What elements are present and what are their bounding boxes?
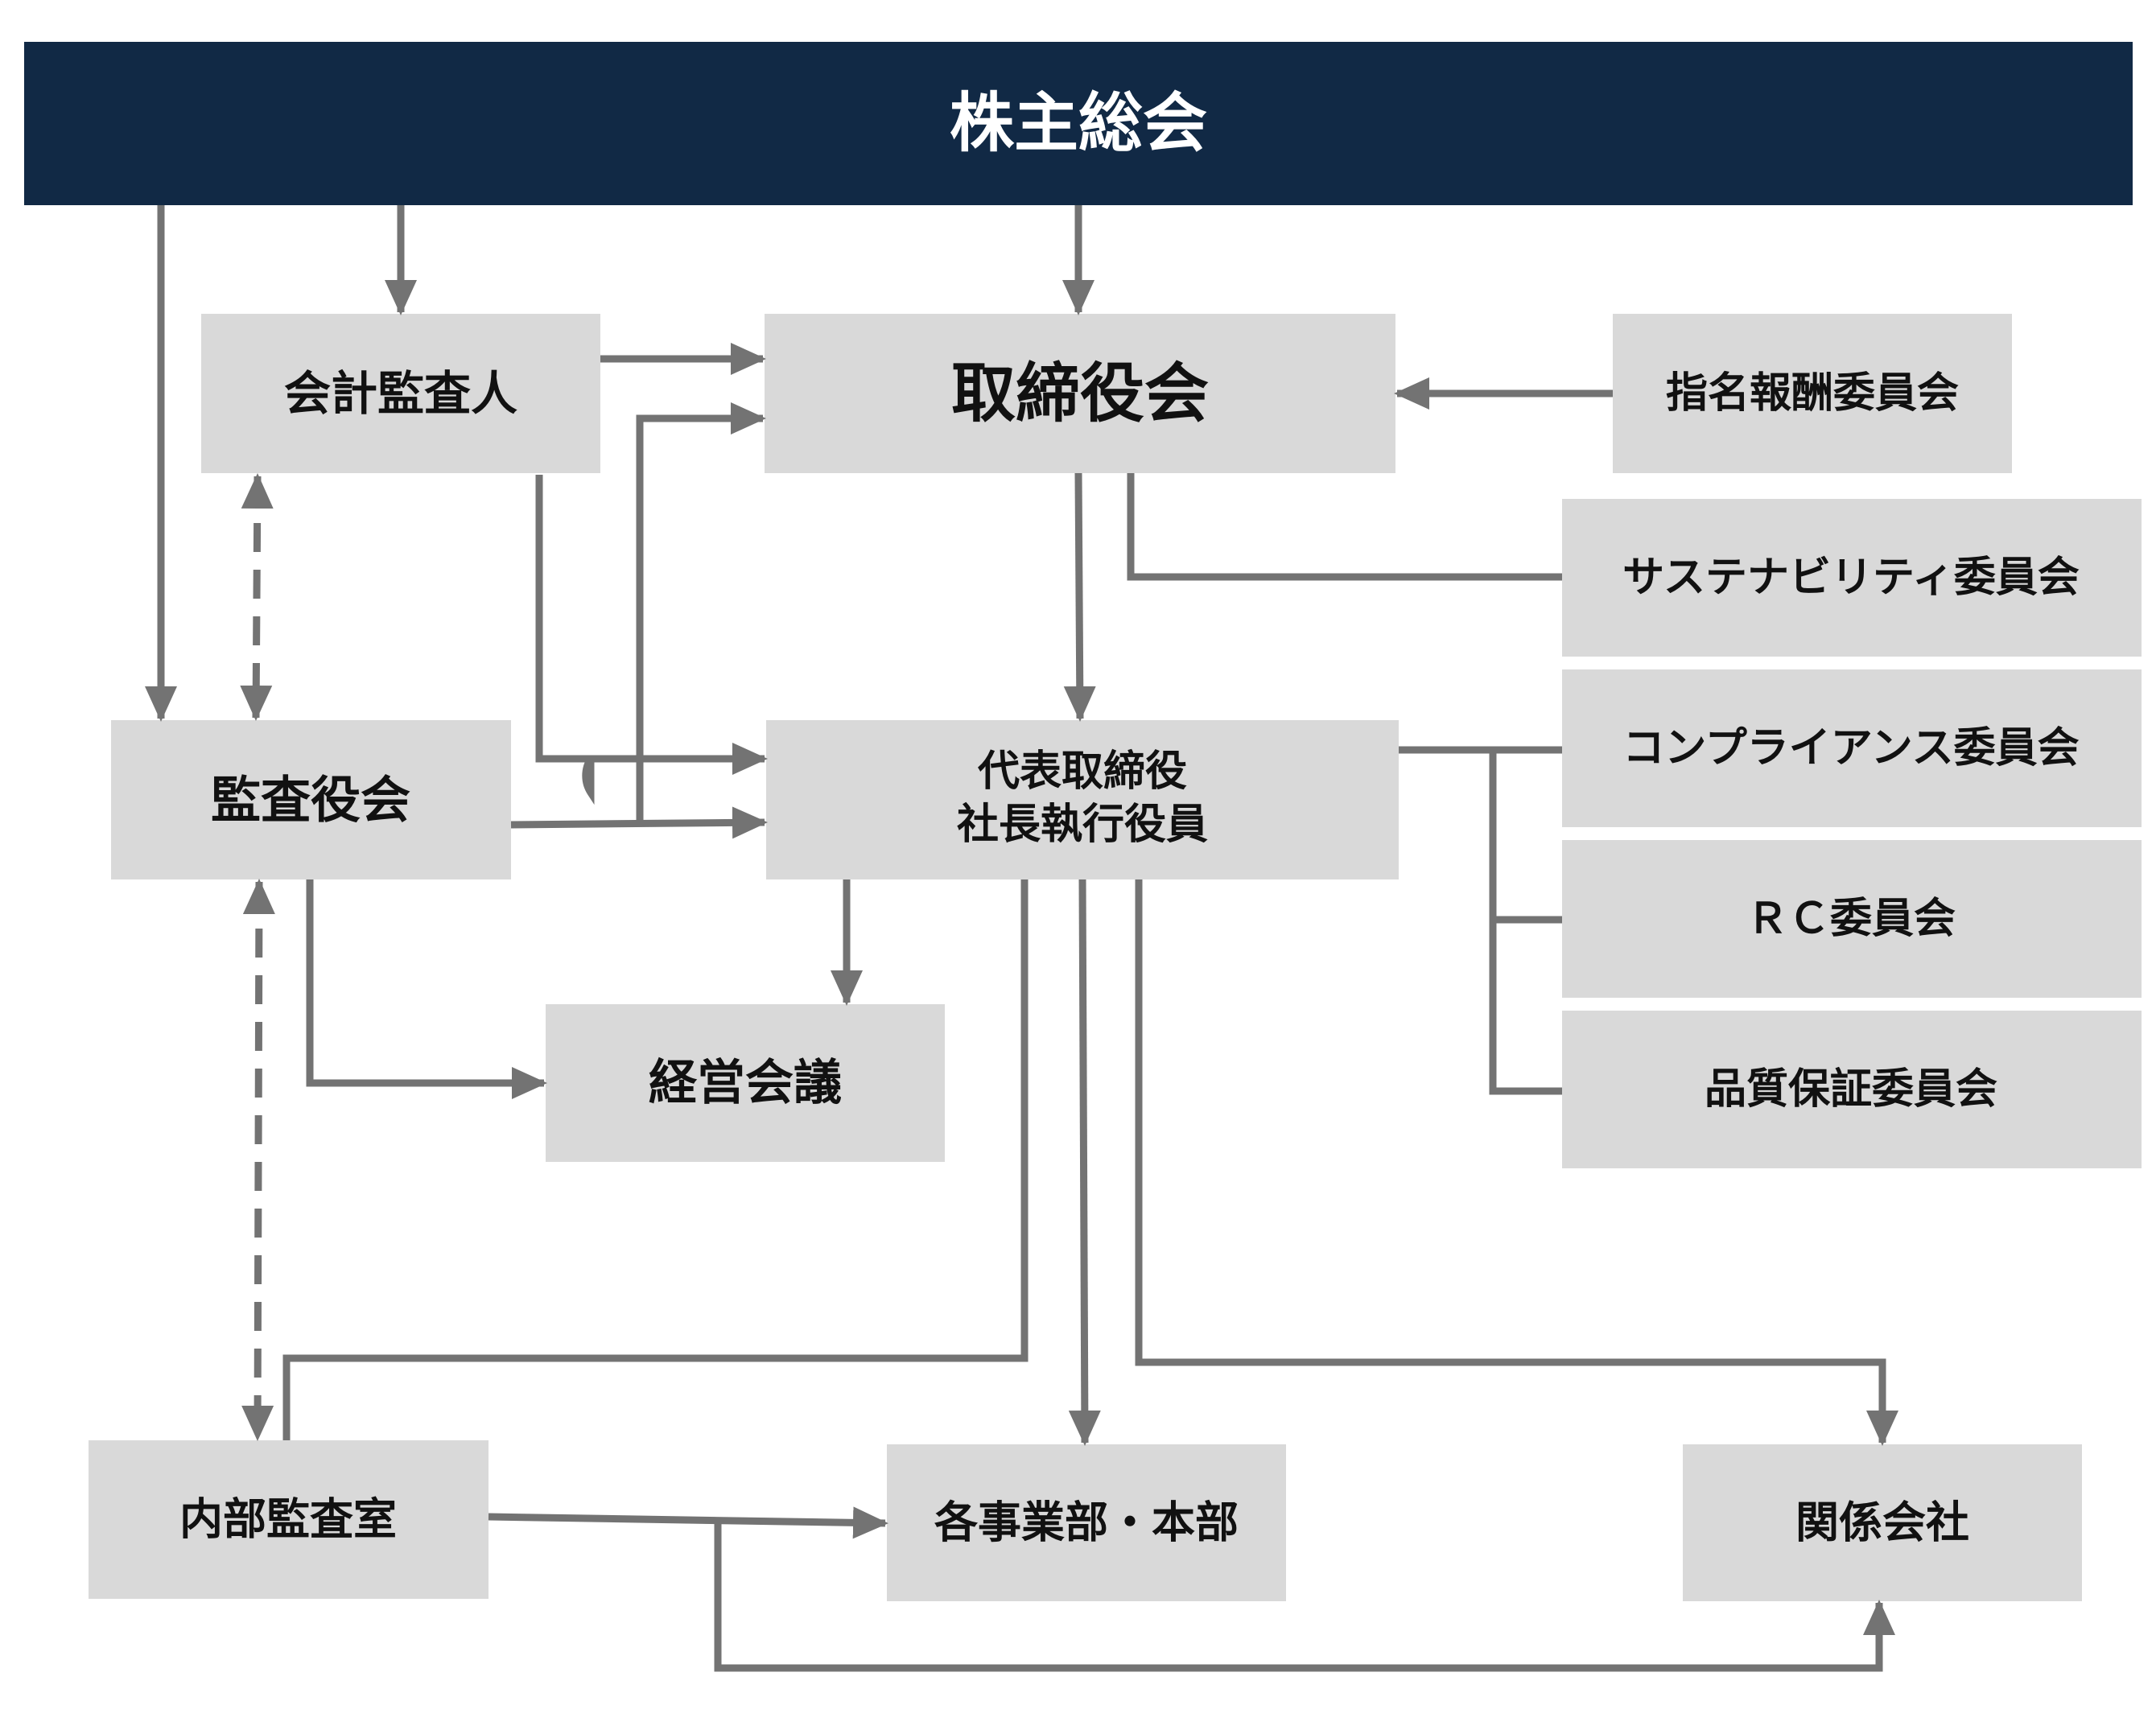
arrow-audit-board-to-board (636, 402, 766, 822)
internal-audit-office-box: 内部監査室 (89, 1440, 489, 1599)
arrow-audit-board-to-president (510, 806, 768, 839)
line-board-to-sustainability (1127, 473, 1562, 581)
president-label-line1: 代表取締役 (977, 748, 1187, 796)
affiliated-companies-label: 関係会社 (1795, 1497, 1969, 1548)
arrow-president-to-divisions (1068, 879, 1101, 1446)
accounting-auditor-box: 会計監査人 (201, 314, 600, 473)
line-committee-bracket (1489, 750, 1562, 1095)
sustainability-committee-label: サステナビリティ委員会 (1622, 554, 2080, 602)
arrow-internal-audit-to-divisions (488, 1506, 888, 1539)
audit-board-box: 監査役会 (111, 720, 511, 879)
arrow-president-to-affiliates (1135, 879, 1898, 1446)
board-of-directors-box: 取締役会 (765, 314, 1395, 473)
business-divisions-label: 各事業部・本部 (934, 1497, 1239, 1548)
board-of-directors-label: 取締役会 (951, 356, 1209, 431)
president-box: 代表取締役 社長執行役員 (766, 720, 1399, 879)
compliance-committee-box: コンプライアンス委員会 (1562, 669, 2142, 827)
audit-board-label: 監査役会 (211, 771, 410, 830)
arrow-accounting-auditor-to-president-jump (535, 475, 765, 805)
quality-assurance-committee-label: 品質保証委員会 (1705, 1065, 1997, 1114)
rc-committee-label: ＲＣ委員会 (1746, 895, 1956, 943)
president-label-line2: 社長執行役員 (957, 801, 1208, 849)
quality-assurance-committee-box: 品質保証委員会 (1562, 1011, 2142, 1168)
arrow-board-to-president (1063, 472, 1096, 722)
affiliated-companies-box: 関係会社 (1683, 1444, 2082, 1601)
nomination-compensation-committee-label: 指名報酬委員会 (1666, 369, 1959, 418)
arrow-internal-audit-to-affiliates (714, 1521, 1895, 1672)
nomination-compensation-committee-box: 指名報酬委員会 (1613, 314, 2012, 473)
shareholders-meeting-box: 株主総会 (24, 42, 2133, 205)
sustainability-committee-box: サステナビリティ委員会 (1562, 499, 2142, 657)
shareholders-meeting-label: 株主総会 (950, 86, 1207, 161)
business-divisions-box: 各事業部・本部 (887, 1444, 1286, 1601)
management-meeting-box: 経営会議 (546, 1004, 945, 1162)
management-meeting-label: 経営会議 (649, 1055, 842, 1111)
dashed-arrow-audit-board-internal-audit (241, 879, 275, 1441)
dashed-arrow-auditor-audit-board (240, 473, 274, 721)
rc-committee-box: ＲＣ委員会 (1562, 840, 2142, 998)
compliance-committee-label: コンプライアンス委員会 (1622, 724, 2079, 772)
arrow-accounting-auditor-to-president (535, 475, 768, 775)
internal-audit-office-label: 内部監査室 (179, 1494, 397, 1545)
arrow-audit-board-to-management-meeting (306, 879, 547, 1099)
connectors (145, 205, 1898, 1672)
accounting-auditor-label: 会計監査人 (284, 366, 517, 421)
line-president-to-internal-audit (282, 879, 1029, 1440)
